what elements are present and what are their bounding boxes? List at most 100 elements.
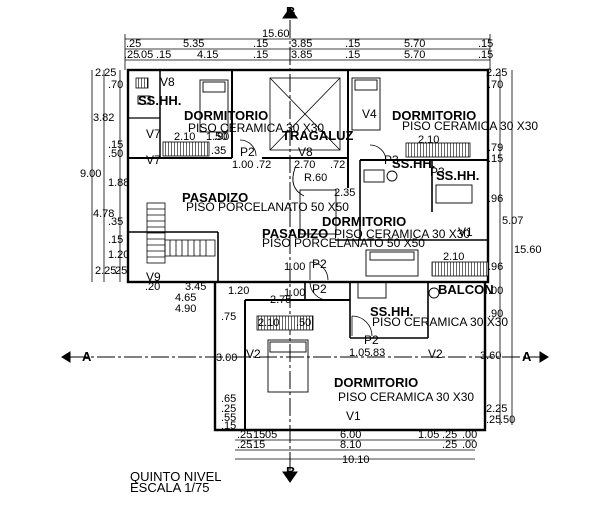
top-dim-2-a: .25 <box>124 49 139 61</box>
left-dim-k: 1.20 <box>108 249 129 261</box>
dim-radius: R.60 <box>304 172 327 184</box>
dim-0-72-a: .72 <box>256 159 271 171</box>
room-name: DORMITORIO <box>334 375 418 390</box>
right-dim-h: .96 <box>488 261 503 273</box>
section-mark-left: A <box>82 349 92 364</box>
right-dim-f: 5.07 <box>502 215 523 227</box>
window-tag: V9 <box>146 270 161 284</box>
top-dim-1-e: .15 <box>345 38 360 50</box>
door-tag: P2 <box>364 333 379 347</box>
dim-1-00-b: 1.00 <box>284 287 305 299</box>
right-dim-i: .90 <box>488 308 503 320</box>
top-dim-1-b: 5.35 <box>183 38 204 50</box>
window-tag: V2 <box>428 347 443 361</box>
left-dim-b: .70 <box>108 79 123 91</box>
window-tag: V2 <box>246 347 261 361</box>
right-dim-j: .00 <box>488 285 503 297</box>
bottom-dim-2-d: .25 <box>442 439 457 451</box>
dim-2-10-c: 2.10 <box>443 251 464 263</box>
window-tag: V1 <box>346 409 361 423</box>
top-dim-1-f: 5.70 <box>404 38 425 50</box>
left-dim-a: 2.25 <box>95 67 116 79</box>
door-tag: P2 <box>312 282 327 296</box>
door-swings <box>239 139 387 337</box>
opening-tags: P2 P2 P2 P3 P3 P2 V8 V4 V7 V7 V8 V9 V2 V… <box>146 75 473 423</box>
drawing-scale: ESCALA 1/75 <box>130 480 210 495</box>
right-dim-l: 2.25 <box>486 403 507 415</box>
dimension-lines <box>91 34 513 460</box>
dim-2-10-a: 2.10 <box>174 131 195 143</box>
right-dim-k: 3.60 <box>480 350 501 362</box>
right-dim-b: .70 <box>488 79 503 91</box>
dim-0-65: .65 <box>221 393 236 405</box>
left-dim-l: 2.25 <box>95 265 116 277</box>
section-mark-right: A <box>522 349 532 364</box>
dim-0-15: .15 <box>221 420 236 432</box>
top-dim-2-c: .15 <box>156 49 171 61</box>
right-dim-a: 2.25 <box>486 67 507 79</box>
top-dim-2-f: 3.85 <box>291 49 312 61</box>
bottom-dim-2-e: .00 <box>462 439 477 451</box>
top-dim-1-a: .25 <box>126 38 141 50</box>
window-tag: V7 <box>146 153 161 167</box>
left-dim-e: .50 <box>108 148 123 160</box>
top-dimensions: 15.60 .25 5.35 .15 3.85 .15 5.70 .15 .25… <box>124 28 493 61</box>
right-dim-c: .79 <box>488 142 503 154</box>
door-tag: P2 <box>240 145 255 159</box>
dim-2-35: 2.35 <box>334 187 355 199</box>
dim-2-10-b: 2.10 <box>418 134 439 146</box>
bottom-dim-overall: 10.10 <box>342 454 370 466</box>
left-dim-j: .15 <box>108 234 123 246</box>
room-finish: PISO PORCELANATO 50 X50 <box>262 236 425 250</box>
top-dim-1-d: 3.85 <box>291 38 312 50</box>
bottom-dimensions: .25 .15 .05 6.00 1.05 .25 .00 .25 .15 8.… <box>237 429 477 466</box>
left-dim-g: 9.00 <box>80 168 101 180</box>
right-dimensions: 2.25 .70 .79 .15 .96 5.07 15.60 .96 .90 … <box>480 67 542 426</box>
drawing-title: QUINTO NIVEL <box>130 469 222 484</box>
room-name: SS.HH. <box>370 304 413 319</box>
dim-1-00-72: 1.00 <box>232 159 253 171</box>
dim-0-83: .83 <box>370 347 385 359</box>
top-dim-2-b: .05 <box>138 49 153 61</box>
right-dim-g: 15.60 <box>514 244 542 256</box>
window-tag: V8 <box>298 145 313 159</box>
bottom-dim-1-e: 1.05 <box>418 429 439 441</box>
room-finish: PISO CERAMICA 30 X30 <box>372 315 508 329</box>
bottom-dim-1-d: 6.00 <box>340 429 361 441</box>
room-labels: SS.HH. DORMITORIO PISO CERAMICA 30 X30 D… <box>138 93 538 404</box>
room-name: DORMITORIO <box>322 214 406 229</box>
window-tag: V7 <box>146 127 161 141</box>
right-dim-e: .96 <box>488 193 503 205</box>
left-dimensions: 2.25 .70 3.82 .15 .50 1.88 9.00 4.78 .35… <box>80 67 129 277</box>
bottom-dim-1-c: .05 <box>262 429 277 441</box>
dim-2-10-d: 2.10 <box>258 317 279 329</box>
room-name: DORMITORIO <box>184 108 268 123</box>
top-dim-overall: 15.60 <box>262 28 290 40</box>
room-finish: PISO CERAMICA 30 X30 <box>338 390 474 404</box>
title-block: QUINTO NIVEL ESCALA 1/75 <box>130 469 222 495</box>
top-dim-1-c: .15 <box>253 38 268 50</box>
dim-0-75: .75 <box>221 311 236 323</box>
dim-3-00: 3.00 <box>216 352 237 364</box>
interior-dimensions: 2.10 1.50 .90 .35 1.00 .72 2.70 .72 R.60… <box>145 131 464 432</box>
dim-2-75: 2.75 <box>270 294 291 306</box>
dim-0-35: .35 <box>211 145 226 157</box>
dim-1-50: 1.50 <box>206 131 227 143</box>
top-dim-2-h: 5.70 <box>404 49 425 61</box>
bottom-dim-1-g: .00 <box>462 429 477 441</box>
section-axes <box>61 7 549 483</box>
dim-4-90: 4.90 <box>175 303 196 315</box>
dim-0-25: .25 <box>221 403 236 415</box>
room-name: BALCON <box>438 282 494 297</box>
room-finish: PISO CERAMICA 30 X30 <box>334 227 470 241</box>
section-mark-bottom: B <box>286 464 295 479</box>
dim-0-90: .90 <box>214 131 229 143</box>
window-tag: V8 <box>160 75 175 89</box>
bottom-dim-2-a: .25 <box>237 439 252 451</box>
right-dim-m: .25 <box>486 414 501 426</box>
door-tag: P2 <box>312 257 327 271</box>
dim-0-55: .55 <box>221 412 236 424</box>
dim-4-65: 4.65 <box>175 292 196 304</box>
left-dim-d: .15 <box>108 139 123 151</box>
